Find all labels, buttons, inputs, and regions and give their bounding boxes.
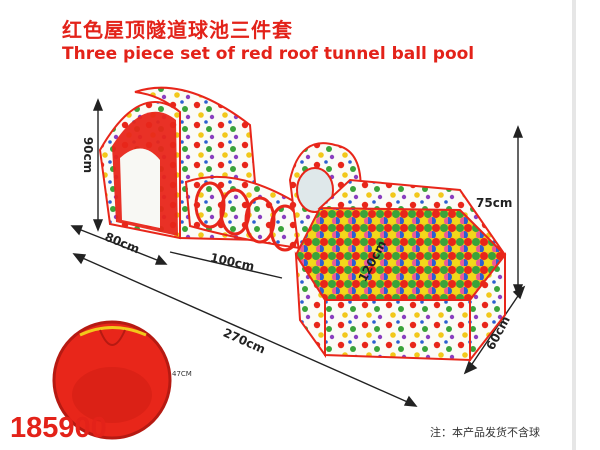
right-divider <box>572 0 576 450</box>
product-code: 185900 <box>10 412 107 444</box>
title-chinese: 红色屋顶隧道球池三件套 <box>62 18 293 42</box>
shipping-note: 注：本产品发货不含球 <box>430 426 540 439</box>
title-english: Three piece set of red roof tunnel ball … <box>62 44 475 64</box>
dimension-lines <box>70 98 526 407</box>
ball-pool <box>288 142 507 363</box>
pool-height-label: 75cm <box>476 196 513 210</box>
bag-size-label: 47CM <box>172 370 192 378</box>
storage-bag <box>52 320 172 440</box>
tent-height-label: 90cm <box>81 136 96 174</box>
